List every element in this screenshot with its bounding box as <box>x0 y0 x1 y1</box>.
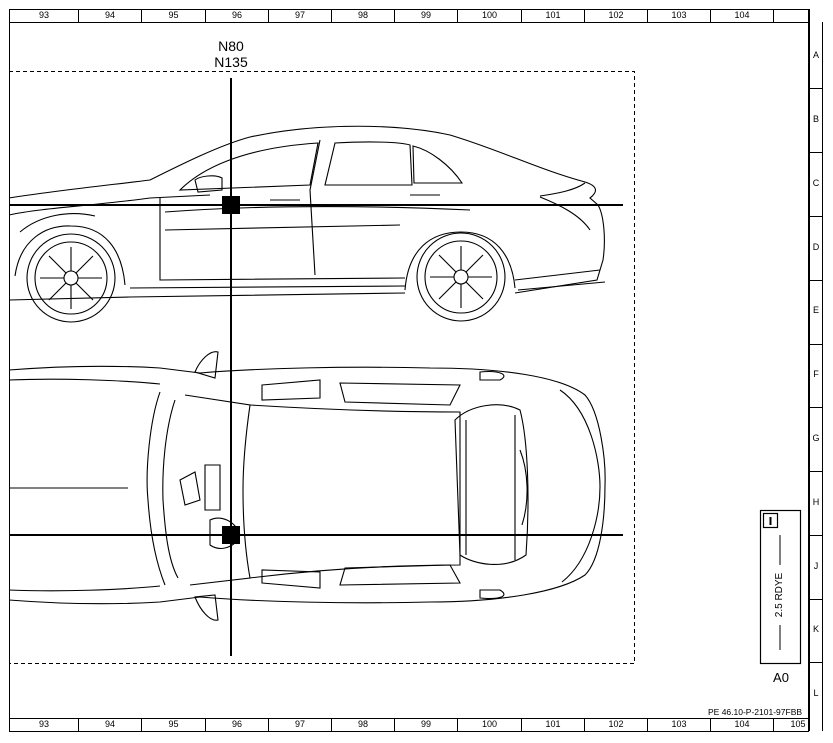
col-99: 99 <box>420 719 431 729</box>
col-94: 94 <box>104 719 115 729</box>
col-104: 104 <box>734 719 750 729</box>
col-100: 100 <box>481 719 498 729</box>
bottom-column-dividers <box>78 718 774 731</box>
row-b: B <box>812 114 819 124</box>
row-d: D <box>812 242 820 252</box>
row-dividers <box>809 88 823 663</box>
col-102: 102 <box>608 719 624 729</box>
col-104: 104 <box>734 10 750 20</box>
row-h: H <box>812 497 820 507</box>
col-95: 95 <box>168 719 179 729</box>
sheet-frame <box>9 9 809 732</box>
connector-box <box>759 509 802 665</box>
col-99: 99 <box>420 10 431 20</box>
col-97: 97 <box>294 10 305 20</box>
document-reference: PE 46.10-P-2101-97FBB <box>708 707 803 717</box>
car-top-view <box>8 351 606 621</box>
row-j: J <box>813 561 819 571</box>
col-105: 105 <box>790 719 806 729</box>
col-101: 101 <box>545 10 561 20</box>
rear-wheel-spokes <box>430 246 492 308</box>
col-97: 97 <box>294 719 305 729</box>
info-icon-box <box>762 512 779 529</box>
col-100: 100 <box>481 10 498 20</box>
col-101: 101 <box>545 719 561 729</box>
row-c: C <box>812 178 820 188</box>
col-103: 103 <box>671 10 687 20</box>
col-93: 93 <box>38 719 49 729</box>
row-l: L <box>813 688 819 698</box>
component-marker-side <box>222 196 240 214</box>
top-column-dividers <box>78 9 774 22</box>
col-95: 95 <box>168 10 179 20</box>
row-e: E <box>812 305 819 315</box>
col-94: 94 <box>104 10 115 20</box>
component-marker-top <box>222 526 240 544</box>
col-96: 96 <box>231 719 242 729</box>
location-lines <box>9 78 623 656</box>
front-wheel-spokes <box>40 247 102 309</box>
col-102: 102 <box>608 10 624 20</box>
col-98: 98 <box>357 10 368 20</box>
row-k: K <box>812 624 819 634</box>
connector-code: A0 <box>773 670 789 685</box>
info-icon[interactable] <box>762 514 776 528</box>
col-93: 93 <box>38 10 49 20</box>
row-g: G <box>812 433 820 443</box>
row-a: A <box>812 50 819 60</box>
col-103: 103 <box>671 719 687 729</box>
col-96: 96 <box>231 10 242 20</box>
car-side-view <box>8 125 606 323</box>
row-f: F <box>813 369 819 379</box>
component-label-n80: N80 <box>218 38 244 54</box>
component-label-n135: N135 <box>214 54 248 70</box>
wire-color-label: 2.5 RDYE <box>774 572 785 618</box>
col-98: 98 <box>357 719 368 729</box>
